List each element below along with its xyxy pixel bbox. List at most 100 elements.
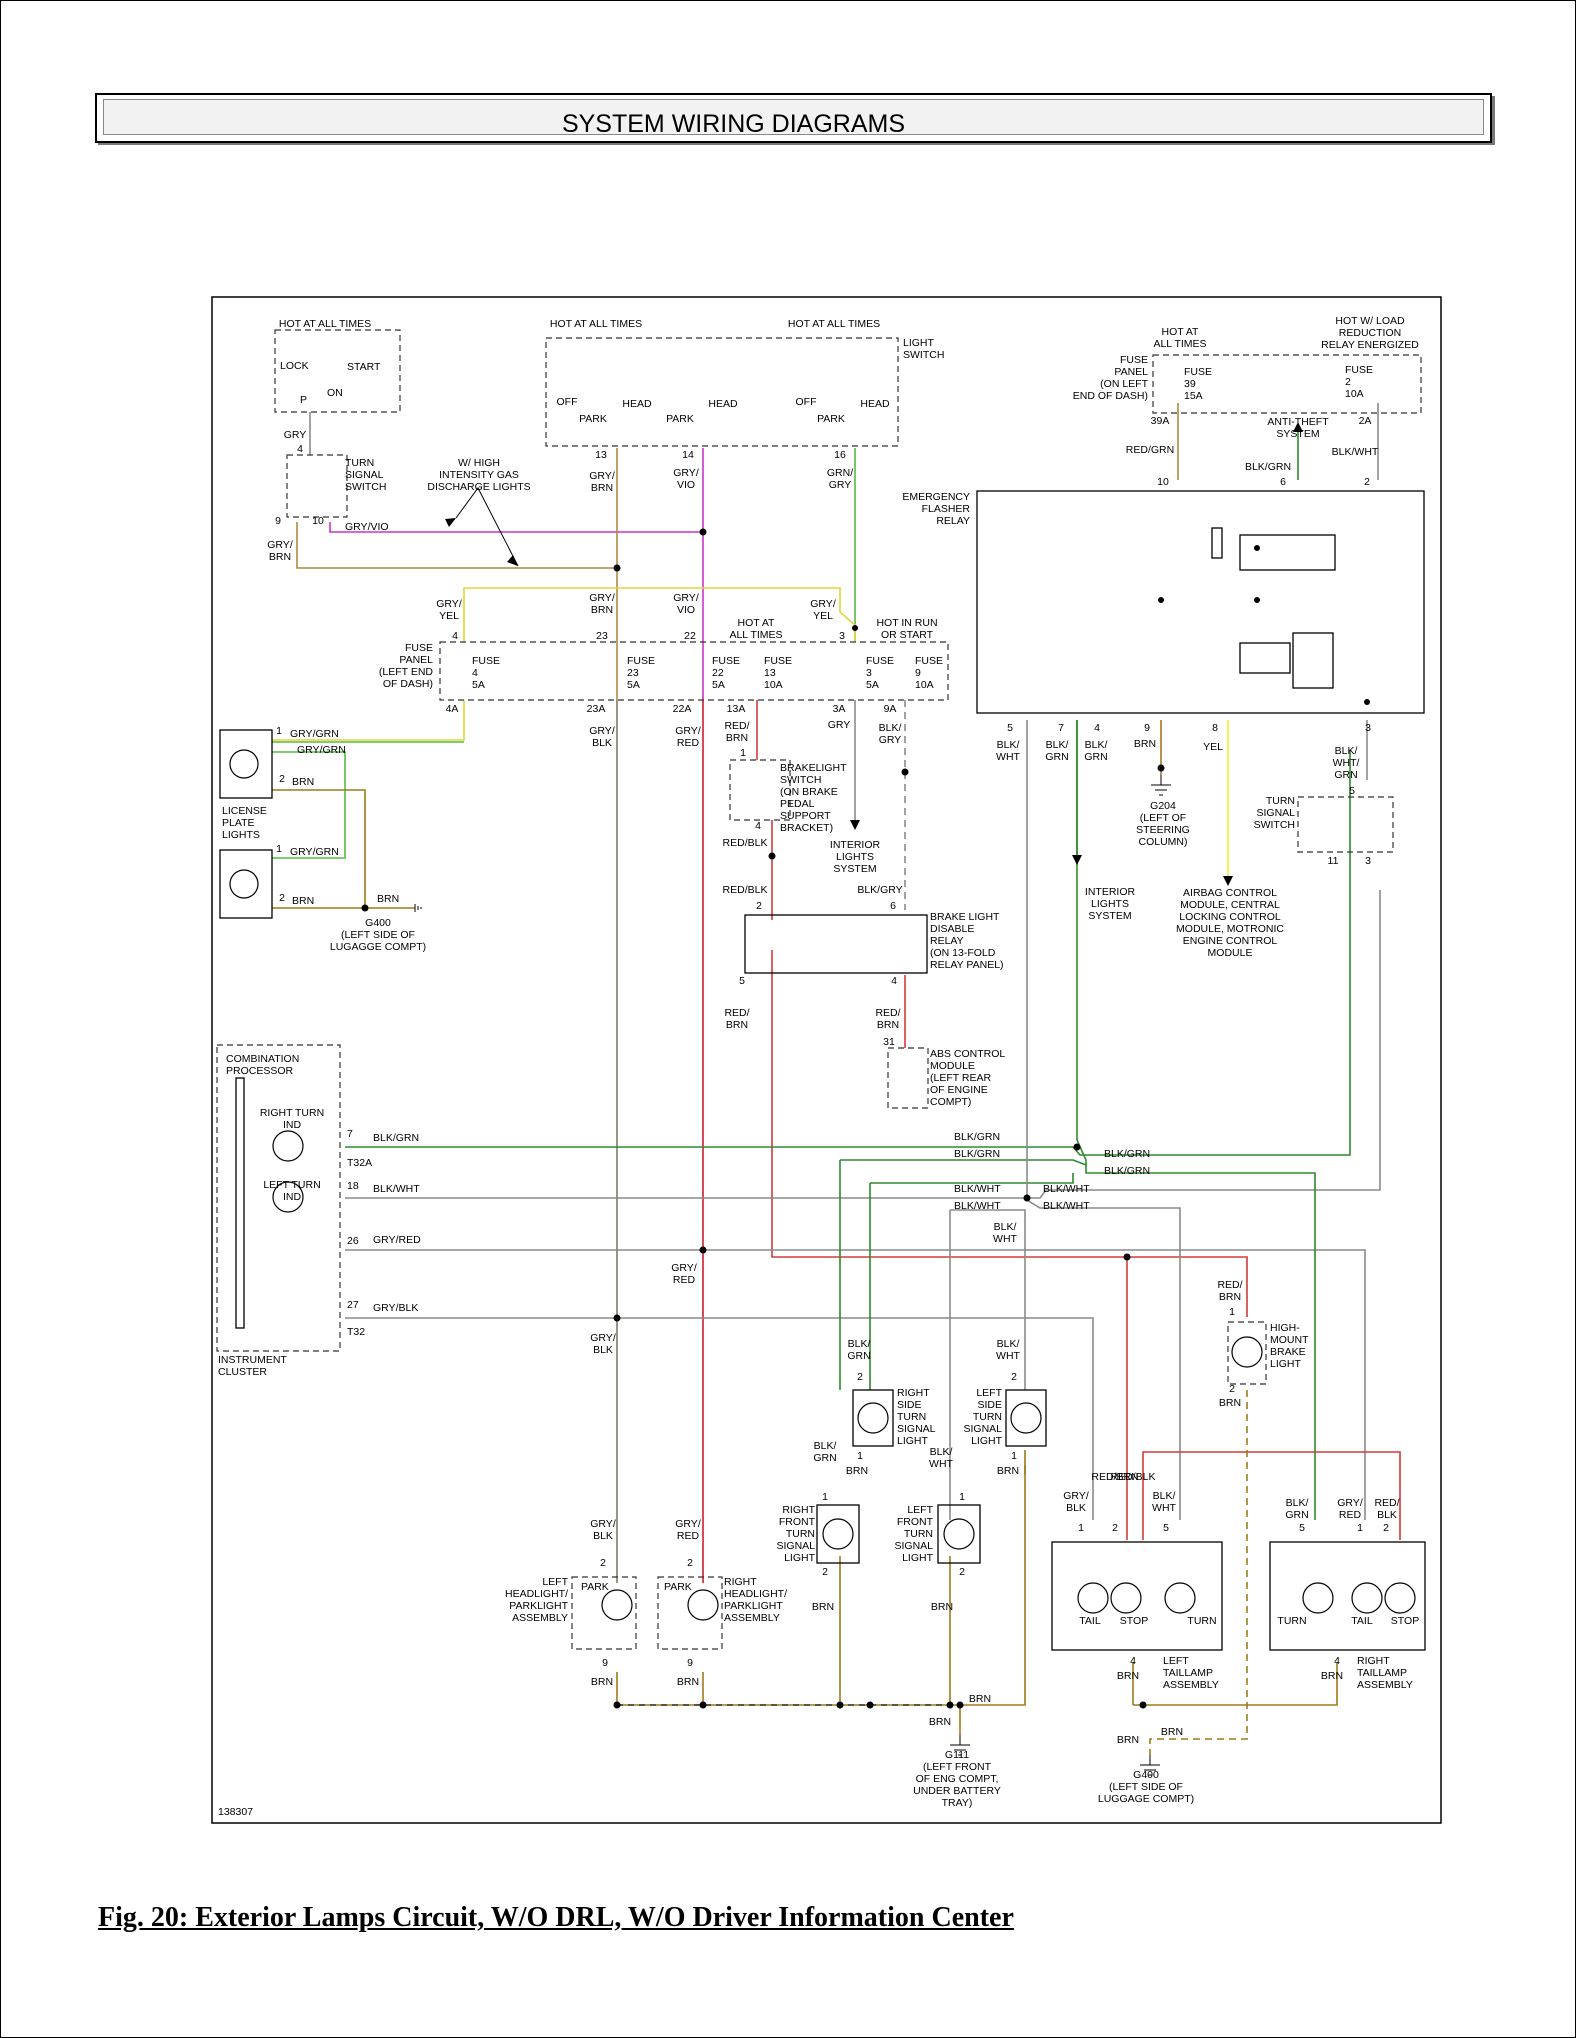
efr-coil-3	[1292, 632, 1334, 689]
label-lt-turn: TURN	[1187, 1615, 1216, 1627]
label-ls16: 16	[834, 449, 846, 461]
right-front-turn-box	[816, 1504, 860, 1564]
label-lp-brn1: BRN	[292, 776, 314, 788]
label-lp-gry-grn1: GRY/GRN	[290, 728, 339, 740]
fuse-panel-box	[439, 641, 949, 701]
label-w-gry-red2: GRY/RED	[671, 1262, 697, 1286]
page-title: SYSTEM WIRING DIAGRAMS	[561, 110, 906, 138]
label-ic-p26: 26	[347, 1235, 359, 1247]
label-rt-red-blk: RED/BLK	[1374, 1497, 1399, 1521]
label-rs-p1: 1	[857, 1450, 863, 1462]
label-h-blk-wht1: BLK/WHT	[373, 1183, 420, 1195]
label-h-gry-blk: GRY/BLK	[373, 1302, 418, 1314]
label-pin4-ts: 4	[297, 443, 303, 455]
label-w-blk-grn-top: BLK/GRN	[1245, 461, 1291, 473]
label-lt-blk-wht: BLK/WHT	[1152, 1490, 1176, 1514]
label-rt-gry-red: GRY/RED	[1337, 1497, 1363, 1521]
label-w-red-brn3: RED/BRN	[875, 1007, 900, 1031]
efr-coil-2	[1239, 642, 1291, 674]
label-bld-p5: 5	[739, 975, 745, 987]
label-lp1: 1	[276, 725, 282, 737]
label-fp-p23: 23	[596, 630, 608, 642]
left-front-turn-box	[937, 1504, 981, 1564]
label-w-red-brn2: RED/BRN	[724, 1007, 749, 1031]
label-rt-turn: TURN	[1277, 1615, 1306, 1627]
label-h-blk-grn2: BLK/GRN	[954, 1131, 1000, 1143]
label-efr-p3: 3	[1365, 722, 1371, 734]
label-h-blk-wht6: BLK/WHT	[993, 1221, 1017, 1245]
label-efr-p7: 7	[1058, 722, 1064, 734]
label-t32a: T32A	[347, 1157, 372, 1169]
label-lt-gry-blk: GRY/BLK	[1063, 1490, 1089, 1514]
right-side-turn-box	[852, 1389, 894, 1447]
right-taillamp-box	[1269, 1541, 1426, 1651]
label-lp2: 2	[279, 773, 285, 785]
label-lt-p4: 4	[1130, 1655, 1136, 1667]
label-bot-brn1: BRN	[969, 1693, 991, 1705]
label-rs-p2: 2	[857, 1371, 863, 1383]
label-lf-p2: 2	[959, 1566, 965, 1578]
label-rt-tail: TAIL	[1351, 1615, 1373, 1627]
turn-signal-switch-right-box	[1297, 796, 1394, 853]
label-efr-p5: 5	[1007, 722, 1013, 734]
label-w3-blk-wht-grn: BLK/WHT/GRN	[1333, 745, 1360, 781]
label-lt-p1: 1	[1078, 1522, 1084, 1534]
brakelight-switch-box	[729, 759, 791, 821]
label-lp-gry-grn3: GRY/GRN	[290, 846, 339, 858]
label-fp-2a: 2A	[1359, 415, 1372, 427]
label-rf-brn: BRN	[812, 1601, 834, 1613]
label-w-red-blk1: RED/BLK	[723, 837, 768, 849]
label-ls-brn: BRN	[997, 1465, 1019, 1477]
label-ls-blk-wht: BLK/WHT	[996, 1338, 1020, 1362]
brake-light-disable-relay-box	[744, 914, 928, 974]
label-bld-p2: 2	[756, 900, 762, 912]
label-efr-p10: 10	[1157, 476, 1169, 488]
label-fp-39a: 39A	[1151, 415, 1170, 427]
cluster-bar	[235, 1077, 245, 1329]
turn-signal-switch-box	[286, 454, 348, 518]
label-lh-gry-blk: GRY/BLK	[590, 1518, 616, 1542]
header-bar: SYSTEM WIRING DIAGRAMS	[95, 93, 1492, 143]
label-w-blk-gry2: BLK/GRY	[857, 884, 902, 896]
label-rt-brn: BRN	[1321, 1670, 1343, 1682]
label-w-red-grn: RED/GRN	[1126, 444, 1174, 456]
label-hot-all-times-ls1: HOT AT ALL TIMES	[550, 318, 642, 330]
label-head2: HEAD	[708, 398, 738, 410]
label-pin9: 9	[275, 515, 281, 527]
label-bls-pin4: 4	[755, 820, 761, 832]
label-rt-blk-grn: BLK/GRN	[1285, 1497, 1308, 1521]
label-bot-brn2: BRN	[929, 1716, 951, 1728]
label-hot-all-times-1: HOT AT ALL TIMES	[279, 318, 371, 330]
label-fp-gry-yel2: GRY/YEL	[810, 598, 836, 622]
label-lp-gry-grn2: GRY/GRN	[297, 744, 346, 756]
label-hm-p2: 2	[1229, 1383, 1235, 1395]
label-abs-p31: 31	[883, 1036, 895, 1048]
instrument-cluster-box	[216, 1044, 341, 1352]
label-efr-p8: 8	[1212, 722, 1218, 734]
label-gry-brn-left: GRY/BRN	[267, 539, 293, 563]
label-lt-stop: STOP	[1120, 1615, 1148, 1627]
label-fp-9a: 9A	[884, 703, 897, 715]
label-ls-p2: 2	[1011, 1371, 1017, 1383]
label-rf-p1: 1	[822, 1491, 828, 1503]
label-h-blk-wht4: BLK/WHT	[1043, 1183, 1090, 1195]
label-head1: HEAD	[622, 398, 652, 410]
label-lf-p1: 1	[959, 1491, 965, 1503]
efr-coil-4	[1211, 527, 1223, 559]
license-plate-light-2	[219, 849, 273, 919]
